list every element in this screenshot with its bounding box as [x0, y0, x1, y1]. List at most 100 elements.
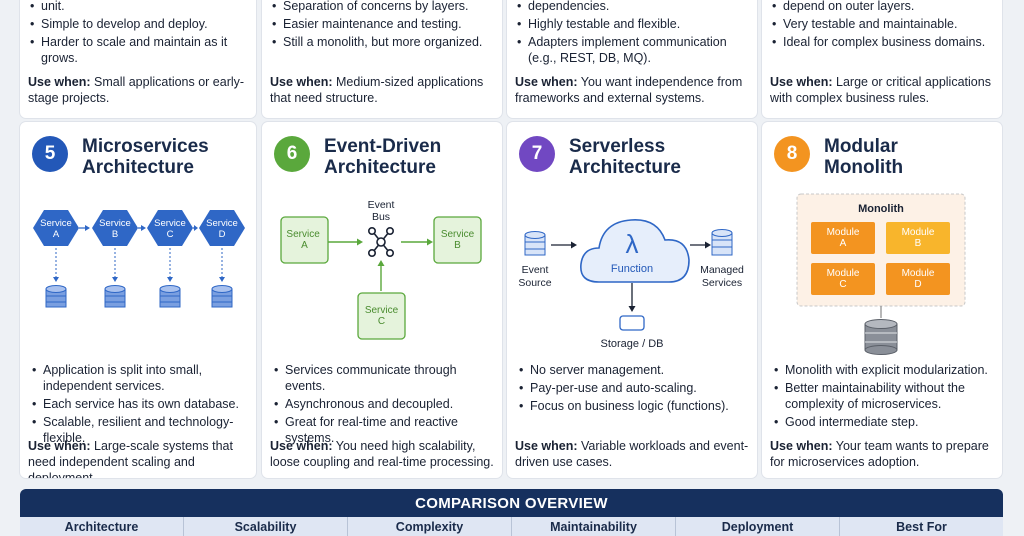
use-when: Use when: Variable workloads and event-d… — [515, 438, 751, 470]
function-label: Function — [611, 263, 653, 275]
use-when-label: Use when: — [770, 75, 833, 89]
service-label-line: A — [301, 240, 308, 251]
bullet: Services communicate through events. — [272, 362, 496, 394]
serverless-diagram: Event Source λ Function Managed Services… — [518, 219, 744, 350]
title-line: Monolith — [824, 157, 904, 178]
title-line: Architecture — [324, 157, 436, 178]
bullet: Harder to scale and maintain as it grows… — [28, 34, 248, 66]
bullet: Adapters implement communication (e.g., … — [515, 34, 749, 66]
use-when-label: Use when: — [28, 439, 91, 453]
database-icon — [104, 285, 126, 308]
step-number-badge: 8 — [774, 136, 810, 172]
service-label: Service A — [286, 229, 322, 251]
use-when-text: Large-scale systems that need independen… — [28, 439, 233, 478]
comparison-overview: COMPARISON OVERVIEW Architecture Scalabi… — [20, 489, 1003, 536]
bullet: No server management. — [517, 362, 751, 378]
bullet: Great for real-time and reactive systems… — [272, 414, 496, 446]
step-number-badge: 6 — [274, 136, 310, 172]
clean-bullets: depend on outer layers. Very testable an… — [770, 0, 994, 52]
bullet: depend on outer layers. — [770, 0, 994, 14]
event-source-label: Source — [518, 277, 551, 289]
bullet: dependencies. — [515, 0, 749, 14]
managed-services-label: Services — [702, 277, 742, 289]
serverless-arrows — [551, 241, 711, 312]
bullet: Better maintainability without the compl… — [772, 380, 996, 412]
use-when-text: Large or critical applications with comp… — [770, 75, 991, 105]
db-arrowheads — [53, 277, 225, 282]
use-when-label: Use when: — [515, 439, 578, 453]
layered-card: Separation of concerns by layers. Easier… — [262, 0, 502, 118]
bullet: Very testable and maintainable. — [770, 16, 994, 32]
hexagonal-bullets: dependencies. Highly testable and flexib… — [515, 0, 749, 68]
serverless-bullets: No server management. Pay-per-use and au… — [517, 362, 751, 416]
use-when: Use when: Large-scale systems that need … — [28, 438, 250, 478]
use-when-label: Use when: — [28, 75, 91, 89]
use-when-text: Your team wants to prepare for microserv… — [770, 439, 989, 469]
use-when-text: Small applications or early-stage projec… — [28, 75, 245, 105]
hexagon-links — [79, 225, 198, 231]
bullet: Separation of concerns by layers. — [270, 0, 494, 14]
service-box-a: Service A — [280, 216, 329, 264]
db-links — [55, 248, 223, 278]
use-when: Use when: Your team wants to prepare for… — [770, 438, 996, 470]
use-when-text: You want independence from frameworks an… — [515, 75, 743, 105]
clean-architecture-card: depend on outer layers. Very testable an… — [762, 0, 1002, 118]
use-when-text: Variable workloads and event-driven use … — [515, 439, 749, 469]
bullet: Application is split into small, indepen… — [30, 362, 250, 394]
event-bus-icon — [368, 227, 395, 258]
comparison-header-row: Architecture Scalability Complexity Main… — [20, 517, 1003, 536]
database-icon — [159, 285, 181, 308]
title-line: Architecture — [569, 157, 681, 178]
use-when: Use when: Large or critical applications… — [770, 74, 996, 106]
database-icon — [45, 285, 67, 308]
use-when-text: You need high scalability, loose couplin… — [270, 439, 494, 469]
event-bus-label: Bus — [372, 211, 390, 223]
bullet: Ideal for complex business domains. — [770, 34, 994, 50]
event-source-icon — [524, 231, 546, 256]
step-number-badge: 5 — [32, 136, 68, 172]
storage-icon — [619, 315, 645, 331]
title-line: Modular — [824, 136, 898, 157]
service-a-text: Service — [286, 229, 320, 240]
bullet: Simple to develop and deploy. — [28, 16, 248, 32]
monolithic-card: unit. Simple to develop and deploy. Hard… — [20, 0, 256, 118]
hexagonal-card: dependencies. Highly testable and flexib… — [507, 0, 757, 118]
column-header-maintainability: Maintainability — [512, 517, 676, 536]
bullet: Pay-per-use and auto-scaling. — [517, 380, 751, 396]
database-icon — [864, 319, 898, 355]
column-header-architecture: Architecture — [20, 517, 184, 536]
use-when: Use when: Small applications or early-st… — [28, 74, 250, 106]
comparison-title: COMPARISON OVERVIEW — [415, 495, 608, 512]
use-when-label: Use when: — [270, 439, 333, 453]
monolith-label: Monolith — [858, 203, 904, 215]
bullet: Easier maintenance and testing. — [270, 16, 494, 32]
step-number-badge: 7 — [519, 136, 555, 172]
bullet: Each service has its own database. — [30, 396, 250, 412]
monolithic-bullets: unit. Simple to develop and deploy. Hard… — [28, 0, 248, 68]
title-line: Serverless — [569, 136, 666, 157]
managed-services-label: Managed — [700, 264, 744, 276]
column-header-best-for: Best For — [896, 520, 947, 534]
use-when-text: Medium-sized applications that need stru… — [270, 75, 484, 105]
